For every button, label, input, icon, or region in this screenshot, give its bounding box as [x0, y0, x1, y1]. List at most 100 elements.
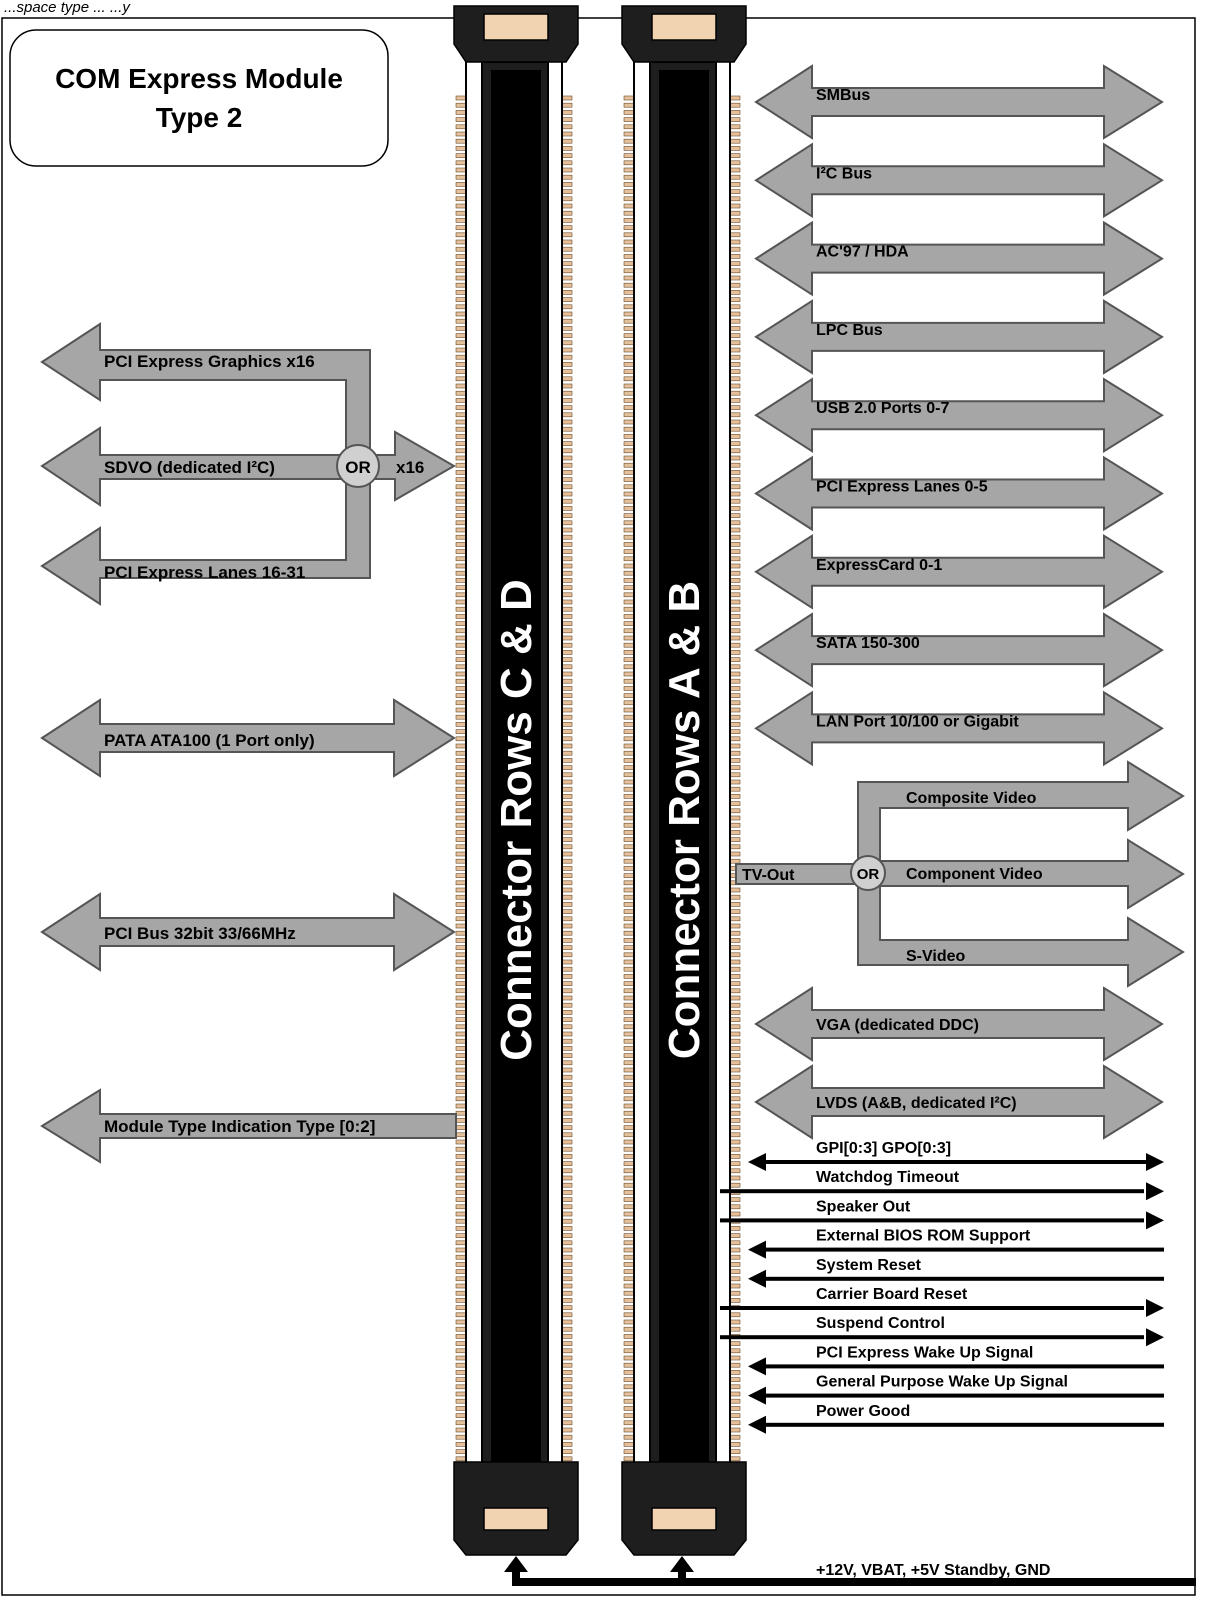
connector-ab-core [659, 70, 709, 1470]
title-box: COM Express Module Type 2 [9, 29, 389, 167]
bus-arrow [754, 220, 1164, 297]
bus-arrow [754, 64, 1164, 140]
signal-line [762, 1276, 1164, 1281]
signal-arrowhead-left [748, 1153, 766, 1171]
bus-label: LPC Bus [816, 322, 883, 339]
bus-label: SATA 150-300 [816, 635, 920, 652]
pata-label: PATA ATA100 (1 Port only) [104, 731, 315, 750]
signal-label: General Purpose Wake Up Signal [816, 1374, 1068, 1391]
signal-line [762, 1364, 1164, 1369]
vga-arrow [754, 986, 1164, 1062]
s-video-label: S-Video [906, 948, 966, 965]
signal-label: Carrier Board Reset [816, 1286, 968, 1303]
signal-arrowhead-right [1146, 1153, 1164, 1171]
bus-arrow [754, 299, 1164, 375]
connector-ab-label: Connector Rows A & B [660, 581, 709, 1059]
pci-graphics-label: PCI Express Graphics x16 [104, 352, 315, 371]
tv-out-arrows [735, 760, 1185, 988]
bus-label: LAN Port 10/100 or Gigabit [816, 713, 1019, 730]
signal-label: GPI[0:3] GPO[0:3] [816, 1140, 951, 1157]
signal-arrowhead-right [1146, 1182, 1164, 1201]
power-rail: +12V, VBAT, +5V Standby, GND [504, 1556, 1196, 1586]
signal-label: Power Good [816, 1403, 910, 1420]
diagram-frame [1, 17, 1196, 1596]
top-caption: ...space type ... ...y [4, 0, 131, 16]
or-label-left: OR [345, 458, 371, 477]
title-line1: COM Express Module [55, 63, 343, 94]
signal-arrowhead-left [748, 1269, 766, 1288]
signal-line [762, 1393, 1164, 1398]
module-type-arrow [40, 1088, 457, 1164]
connector-ab: Connector Rows A & B [621, 5, 747, 1556]
bus-label: SMBus [816, 87, 870, 104]
connector-ab-pins [623, 95, 741, 1462]
power-label: +12V, VBAT, +5V Standby, GND [816, 1562, 1050, 1579]
signal-lines: GPI[0:3] GPO[0:3] Watchdog TimeoutSpeaker… [720, 1140, 1164, 1434]
connector-cd-top-pad [483, 13, 549, 41]
signal-arrowhead-right [1146, 1328, 1164, 1347]
connector-cd-core [491, 70, 541, 1470]
bus-label: I²C Bus [816, 165, 872, 182]
composite-video-label: Composite Video [906, 790, 1037, 807]
signal-arrowhead-left [748, 1357, 766, 1376]
lvds-label: LVDS (A&B, dedicated I²C) [816, 1095, 1017, 1112]
pci-bus-arrow [40, 892, 456, 972]
signal-arrowhead-right [1146, 1299, 1164, 1317]
signal-label: Suspend Control [816, 1315, 945, 1332]
signal-label: External BIOS ROM Support [816, 1228, 1031, 1245]
power-arrowhead-ab [670, 1556, 694, 1572]
sdvo-label: SDVO (dedicated I²C) [104, 458, 275, 477]
or-circle-left [336, 444, 380, 488]
connector-cd: Connector Rows C & D [453, 5, 579, 1556]
pata-arrow [40, 698, 456, 778]
connector-cd-bottom-pad [483, 1507, 549, 1531]
signal-arrowhead-left [748, 1415, 766, 1434]
signal-label: Speaker Out [816, 1198, 911, 1215]
bus-label: PCI Express Lanes 0-5 [816, 479, 988, 496]
pcie-16-31-label: PCI Express Lanes 16-31 [104, 563, 305, 582]
connector-cd-pins [455, 95, 573, 1462]
tv-out-group: OR TV-Out Composite Video Component Vide… [735, 760, 1185, 988]
tv-out-label: TV-Out [742, 867, 795, 884]
module-type-label: Module Type Indication Type [0:2] [104, 1117, 375, 1136]
signal-arrowhead-right [1146, 1211, 1164, 1230]
signal-line [720, 1218, 1144, 1223]
bus-arrow [754, 377, 1164, 454]
connector-ab-top-pad [651, 13, 717, 41]
or-circle-right [850, 855, 886, 891]
vga-label: VGA (dedicated DDC) [816, 1017, 979, 1034]
left-interfaces: OR PCI Express Graphics x16 SDVO (dedica… [40, 322, 457, 1164]
bus-arrow [754, 612, 1164, 688]
power-branch-ab [678, 1570, 686, 1586]
bus-arrow [754, 690, 1164, 767]
signal-line [720, 1335, 1144, 1340]
power-arrowhead-cd [504, 1556, 528, 1572]
signal-label: Watchdog Timeout [816, 1169, 960, 1186]
signal-line [762, 1247, 1164, 1252]
signal-line [762, 1160, 1148, 1164]
signal-arrowhead-left [748, 1240, 766, 1259]
pci-bus-label: PCI Bus 32bit 33/66MHz [104, 924, 296, 943]
or-label-right: OR [857, 866, 880, 883]
signal-label: System Reset [816, 1257, 922, 1274]
signal-line [720, 1189, 1144, 1194]
connector-ab-bottom-pad [651, 1507, 717, 1531]
title-line2: Type 2 [156, 102, 243, 133]
bus-arrow [754, 142, 1164, 219]
signal-line [720, 1306, 1144, 1310]
bus-label: USB 2.0 Ports 0-7 [816, 400, 949, 417]
bus-arrow [754, 533, 1164, 610]
signal-arrowhead-left [748, 1386, 766, 1405]
title-frame [9, 29, 389, 167]
x16-label: x16 [396, 458, 424, 477]
vga-lvds-group: VGA (dedicated DDC) LVDS (A&B, dedicated… [754, 986, 1164, 1140]
component-video-label: Component Video [906, 866, 1043, 883]
bus-label: ExpressCard 0-1 [816, 557, 942, 574]
bus-label: AC'97 / HDA [816, 244, 909, 261]
lvds-arrow [754, 1064, 1164, 1140]
bus-arrow [754, 455, 1164, 532]
signal-label: PCI Express Wake Up Signal [816, 1344, 1033, 1361]
